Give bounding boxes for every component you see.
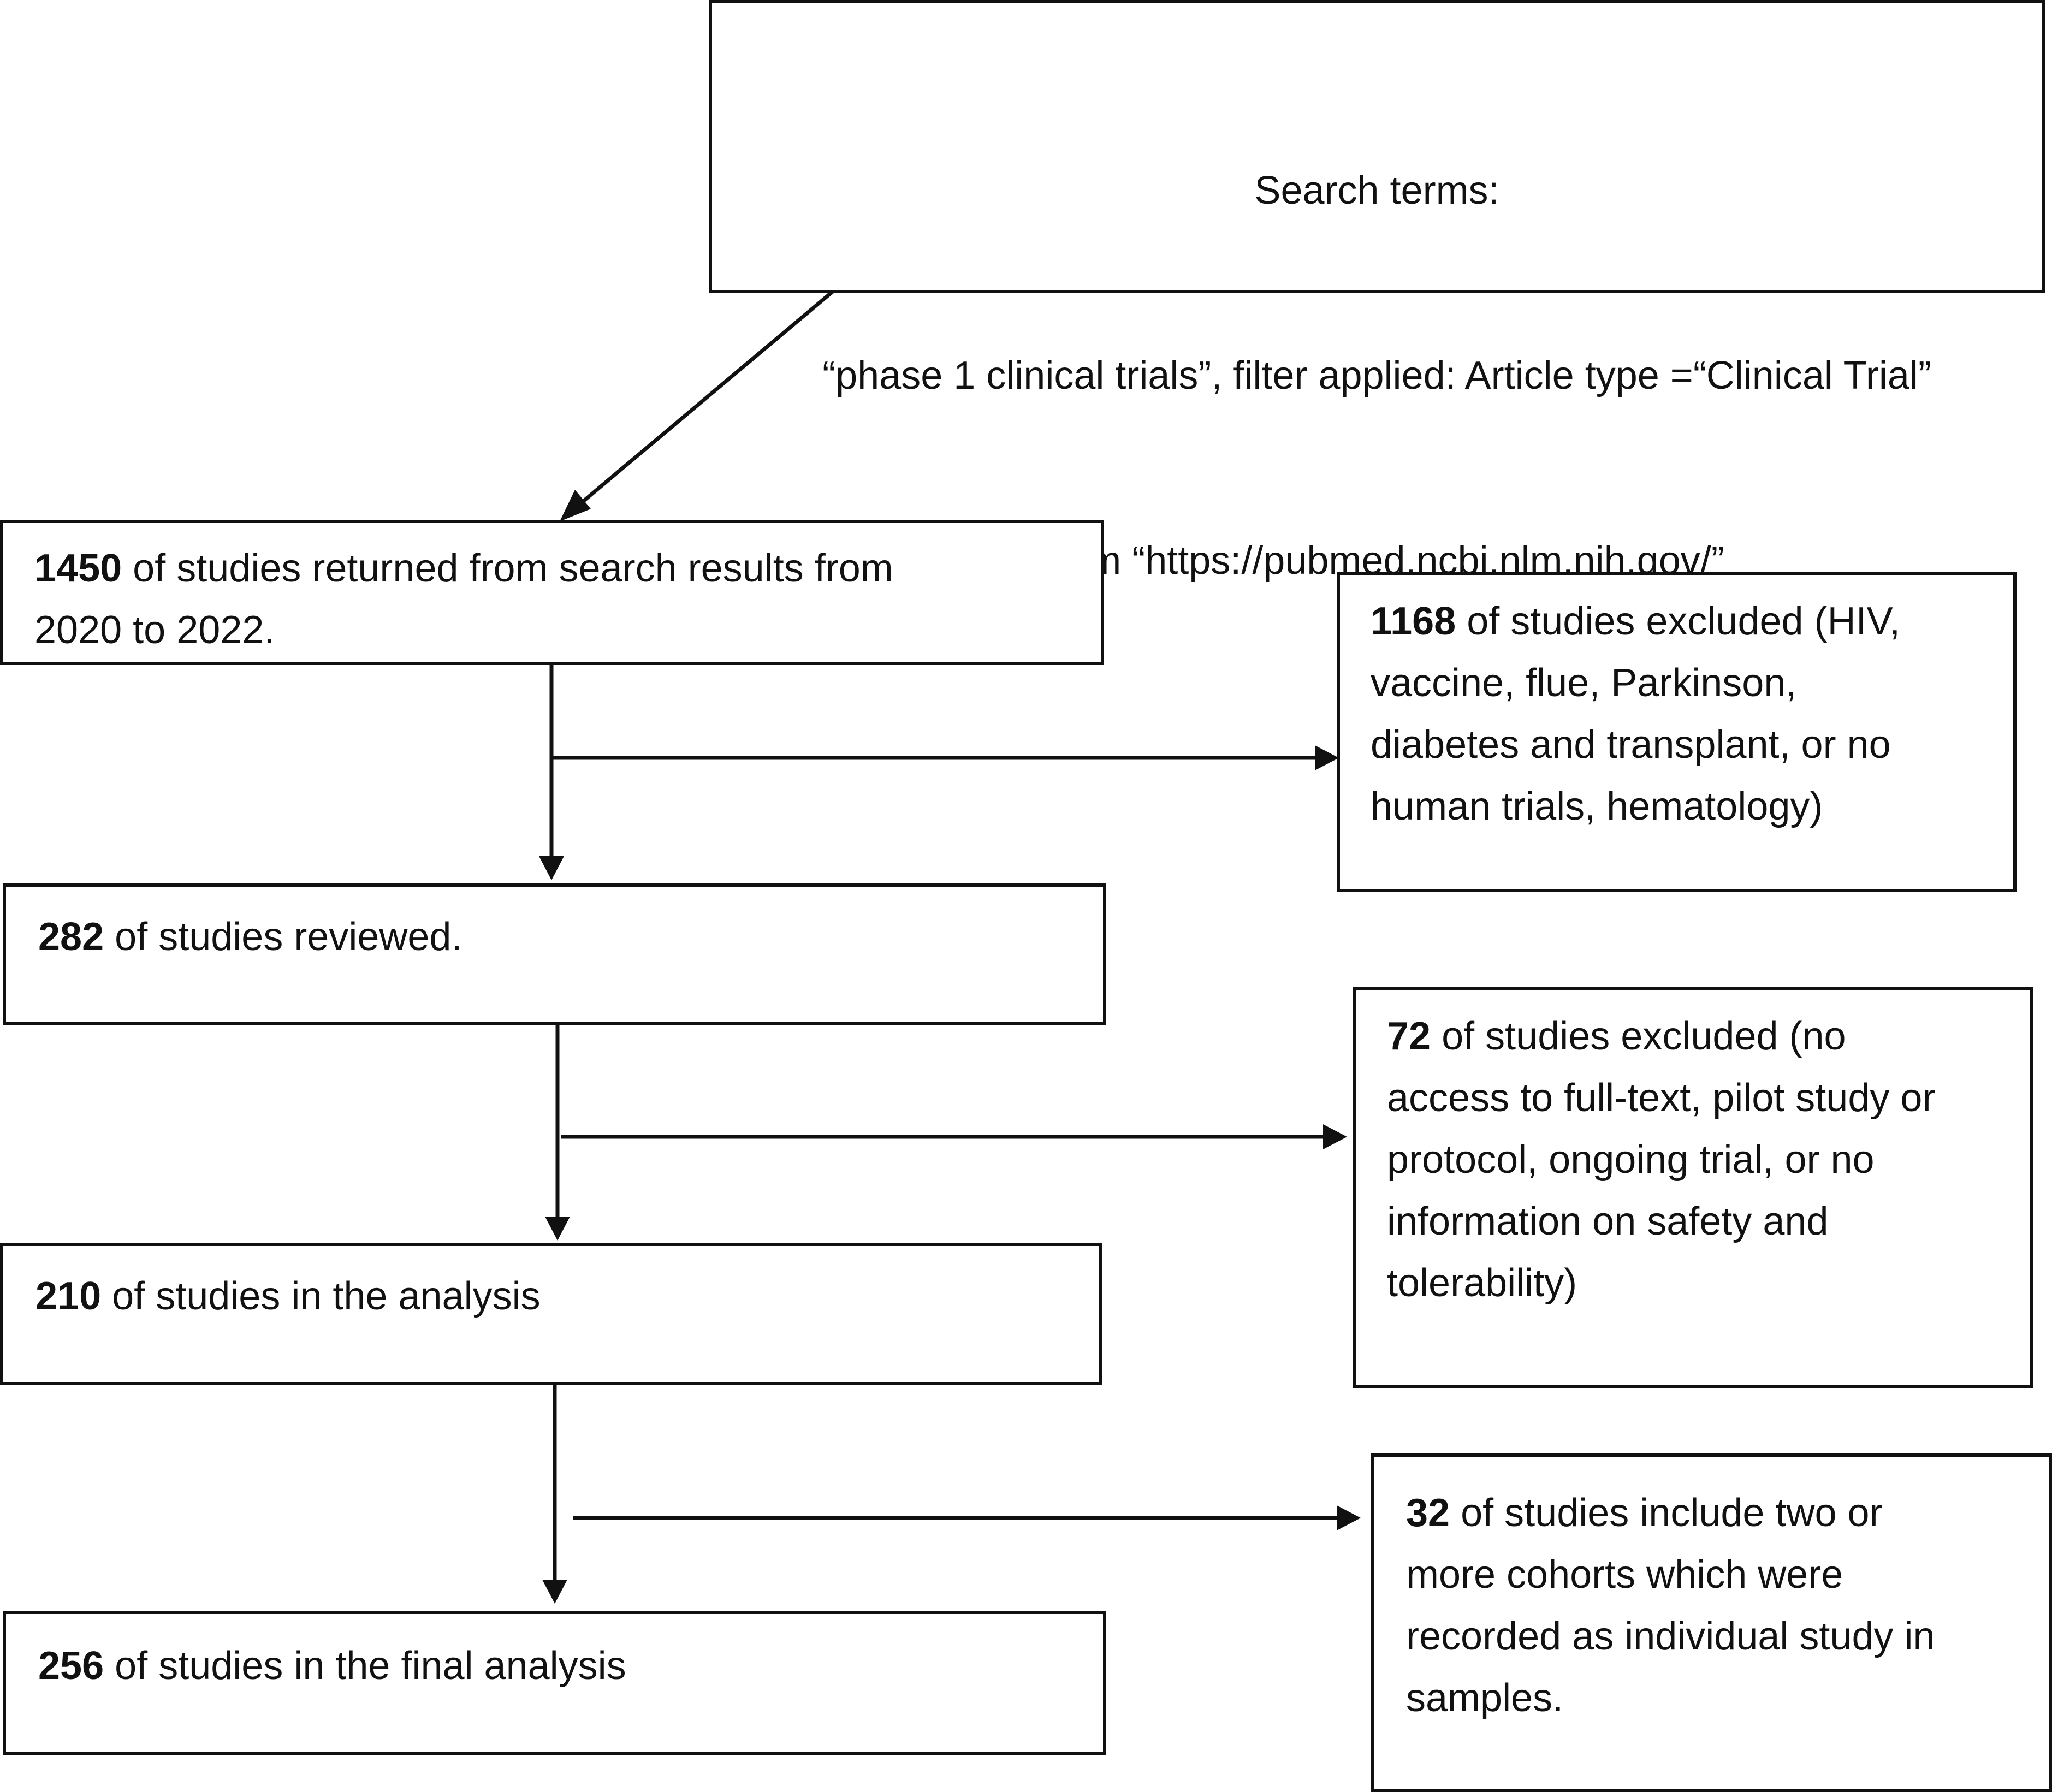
exclusion-box-72 — [1353, 987, 2033, 1388]
count-excluded-72: 72 — [1387, 1014, 1431, 1058]
arrowhead-exclusion-72 — [1323, 1124, 1347, 1149]
label-reviewed: of studies reviewed. — [104, 915, 462, 959]
count-reviewed: 282 — [38, 915, 104, 959]
flow-text-reviewed: 282 of studies reviewed. — [38, 906, 1098, 968]
count-final: 256 — [38, 1644, 104, 1688]
flow-box-returned — [0, 520, 1104, 665]
flow-box-reviewed — [3, 883, 1106, 1025]
search-query: “phase 1 clinical trials”, filter applie… — [822, 354, 1931, 397]
flow-text-returned: 1450 of studies returned from search res… — [34, 538, 1094, 661]
count-returned: 1450 — [34, 547, 122, 590]
arrowhead-analysis-to-final — [542, 1580, 567, 1604]
arrowhead-reviewed-to-analysis — [545, 1217, 570, 1241]
label-cohorts-32: of studies include two or more cohorts w… — [1406, 1491, 1935, 1720]
label-analysis: of studies in the analysis — [101, 1274, 541, 1318]
search-terms-label: Search terms: — [1254, 169, 1499, 212]
note-text-32: 32 of studies include two or more cohort… — [1406, 1482, 2048, 1729]
arrowhead-search-to-results — [560, 490, 591, 521]
arrowhead-results-to-reviewed — [539, 856, 564, 880]
exclusion-box-1168 — [1337, 572, 2017, 892]
label-excluded-1168: of studies excluded (HIV, vaccine, flue,… — [1371, 600, 1900, 828]
count-analysis: 210 — [35, 1274, 102, 1318]
note-box-32 — [1371, 1453, 2052, 1792]
arrowhead-exclusion-1168 — [1315, 745, 1339, 770]
label-returned: of studies returned from search results … — [34, 547, 893, 652]
count-excluded-1168: 1168 — [1371, 600, 1456, 643]
label-final: of studies in the final analysis — [104, 1644, 626, 1688]
exclusion-text-1168: 1168 of studies excluded (HIV, vaccine, … — [1371, 591, 2009, 838]
flow-text-final: 256 of studies in the final analysis — [38, 1635, 1098, 1697]
arrow-search-to-results — [564, 290, 834, 518]
arrowhead-note-32 — [1337, 1505, 1361, 1530]
flow-box-analysis — [0, 1243, 1102, 1385]
search-terms-box — [709, 0, 2045, 293]
label-excluded-72: of studies excluded (no access to full-t… — [1387, 1014, 1936, 1305]
exclusion-text-72: 72 of studies excluded (no access to ful… — [1387, 1006, 2031, 1314]
count-cohorts-32: 32 — [1406, 1491, 1450, 1535]
flow-box-final — [3, 1611, 1106, 1755]
flow-text-analysis: 210 of studies in the analysis — [35, 1266, 1095, 1327]
